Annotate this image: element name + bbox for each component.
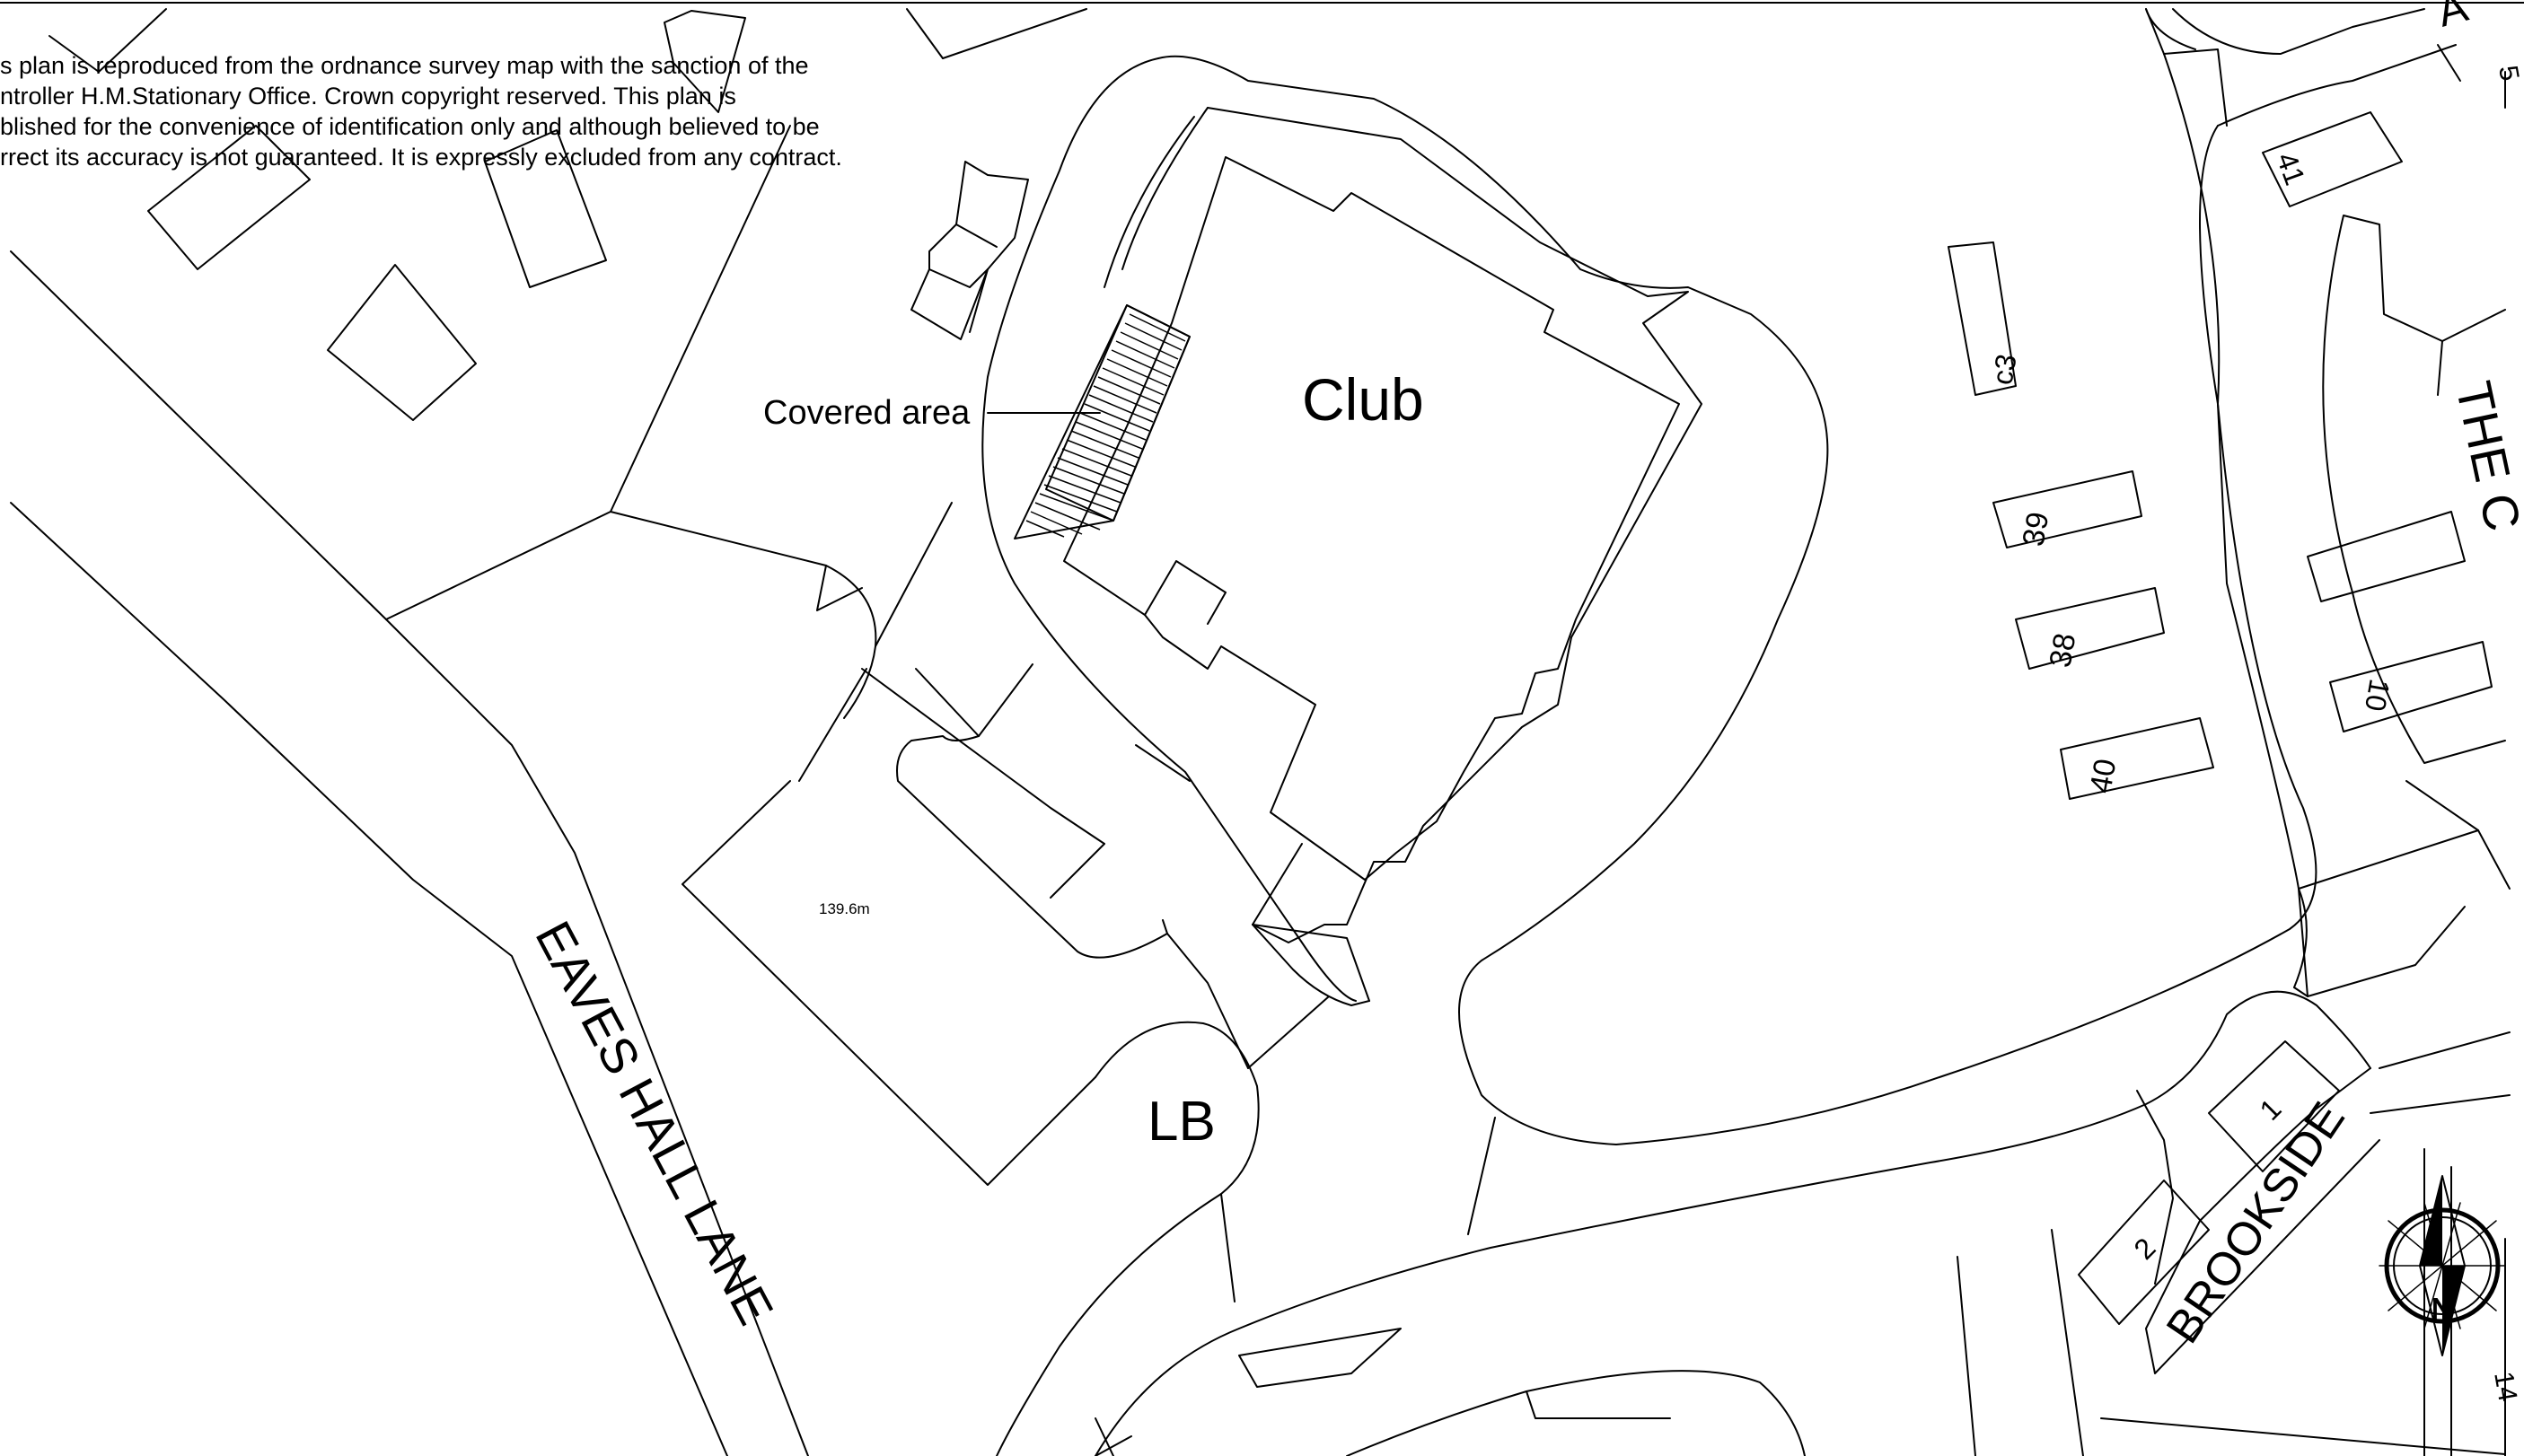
house-number-39: 39 [2016,510,2055,549]
street-label-brookside: BROOKSIDE [2157,1093,2355,1353]
house-number-2: 2 [2127,1232,2161,1266]
house-number-40: 40 [2083,757,2123,796]
house-41 [2262,111,2403,207]
parcels-south-of-club [682,668,1249,1186]
house-38 [2015,587,2165,670]
buildings-top-left [48,8,1087,421]
car-park-outline [981,8,2317,1145]
copyright-line-2: ntroller H.M.Stationary Office. Crown co… [0,83,736,110]
house-number-41: 41 [2270,148,2311,189]
house-number-1: 1 [2253,1092,2287,1127]
covered-area [987,304,1191,539]
house-number-5: 5 [2493,63,2524,83]
copyright-line-4: rrect its accuracy is not guaranteed. It… [0,144,842,171]
building-north-west-of-club [910,161,1029,340]
club-building [1063,156,1680,881]
street-label-eaves-hall-lane: EAVES HALL LANE [524,912,784,1333]
eaves-hall-lane-road [10,250,809,1456]
house-number-10: 10 [2359,677,2396,714]
street-label-top-right-partial: A [2432,0,2473,37]
house-39 [1992,470,2142,548]
parcel-boundaries [385,125,1105,899]
house-number-14: 14 [2488,1369,2522,1404]
south-road [1095,990,2371,1456]
lb-label: LB [1148,1091,1216,1153]
covered-area-hatching [1025,313,1186,538]
club-inner-boundary [1104,107,1702,1002]
copyright-line-1: s plan is reproduced from the ordnance s… [0,52,809,79]
north-arrow-compass: N [2379,1175,2506,1356]
house-east [2307,511,2466,602]
street-label-the-partial: THE C [2445,376,2524,535]
house-outlines [1948,111,2493,1325]
house-10 [2329,641,2493,732]
house-1 [2208,1040,2340,1172]
lb-plot [996,996,1330,1456]
house-number-38: 38 [2043,631,2082,671]
house-40 [2060,717,2214,800]
covered-area-label: Covered area [763,394,971,432]
house-number-c3: c3 [1985,352,2022,388]
copyright-notice: s plan is reproduced from the ordnance s… [0,52,842,171]
compass-north-letter: N [2432,1293,2454,1327]
club-label: Club [1302,366,1424,433]
house-c3 [1948,241,2017,396]
house-2 [2078,1180,2210,1325]
copyright-line-3: blished for the convenience of identific… [0,113,820,140]
spot-height-label: 139.6m [819,900,870,917]
